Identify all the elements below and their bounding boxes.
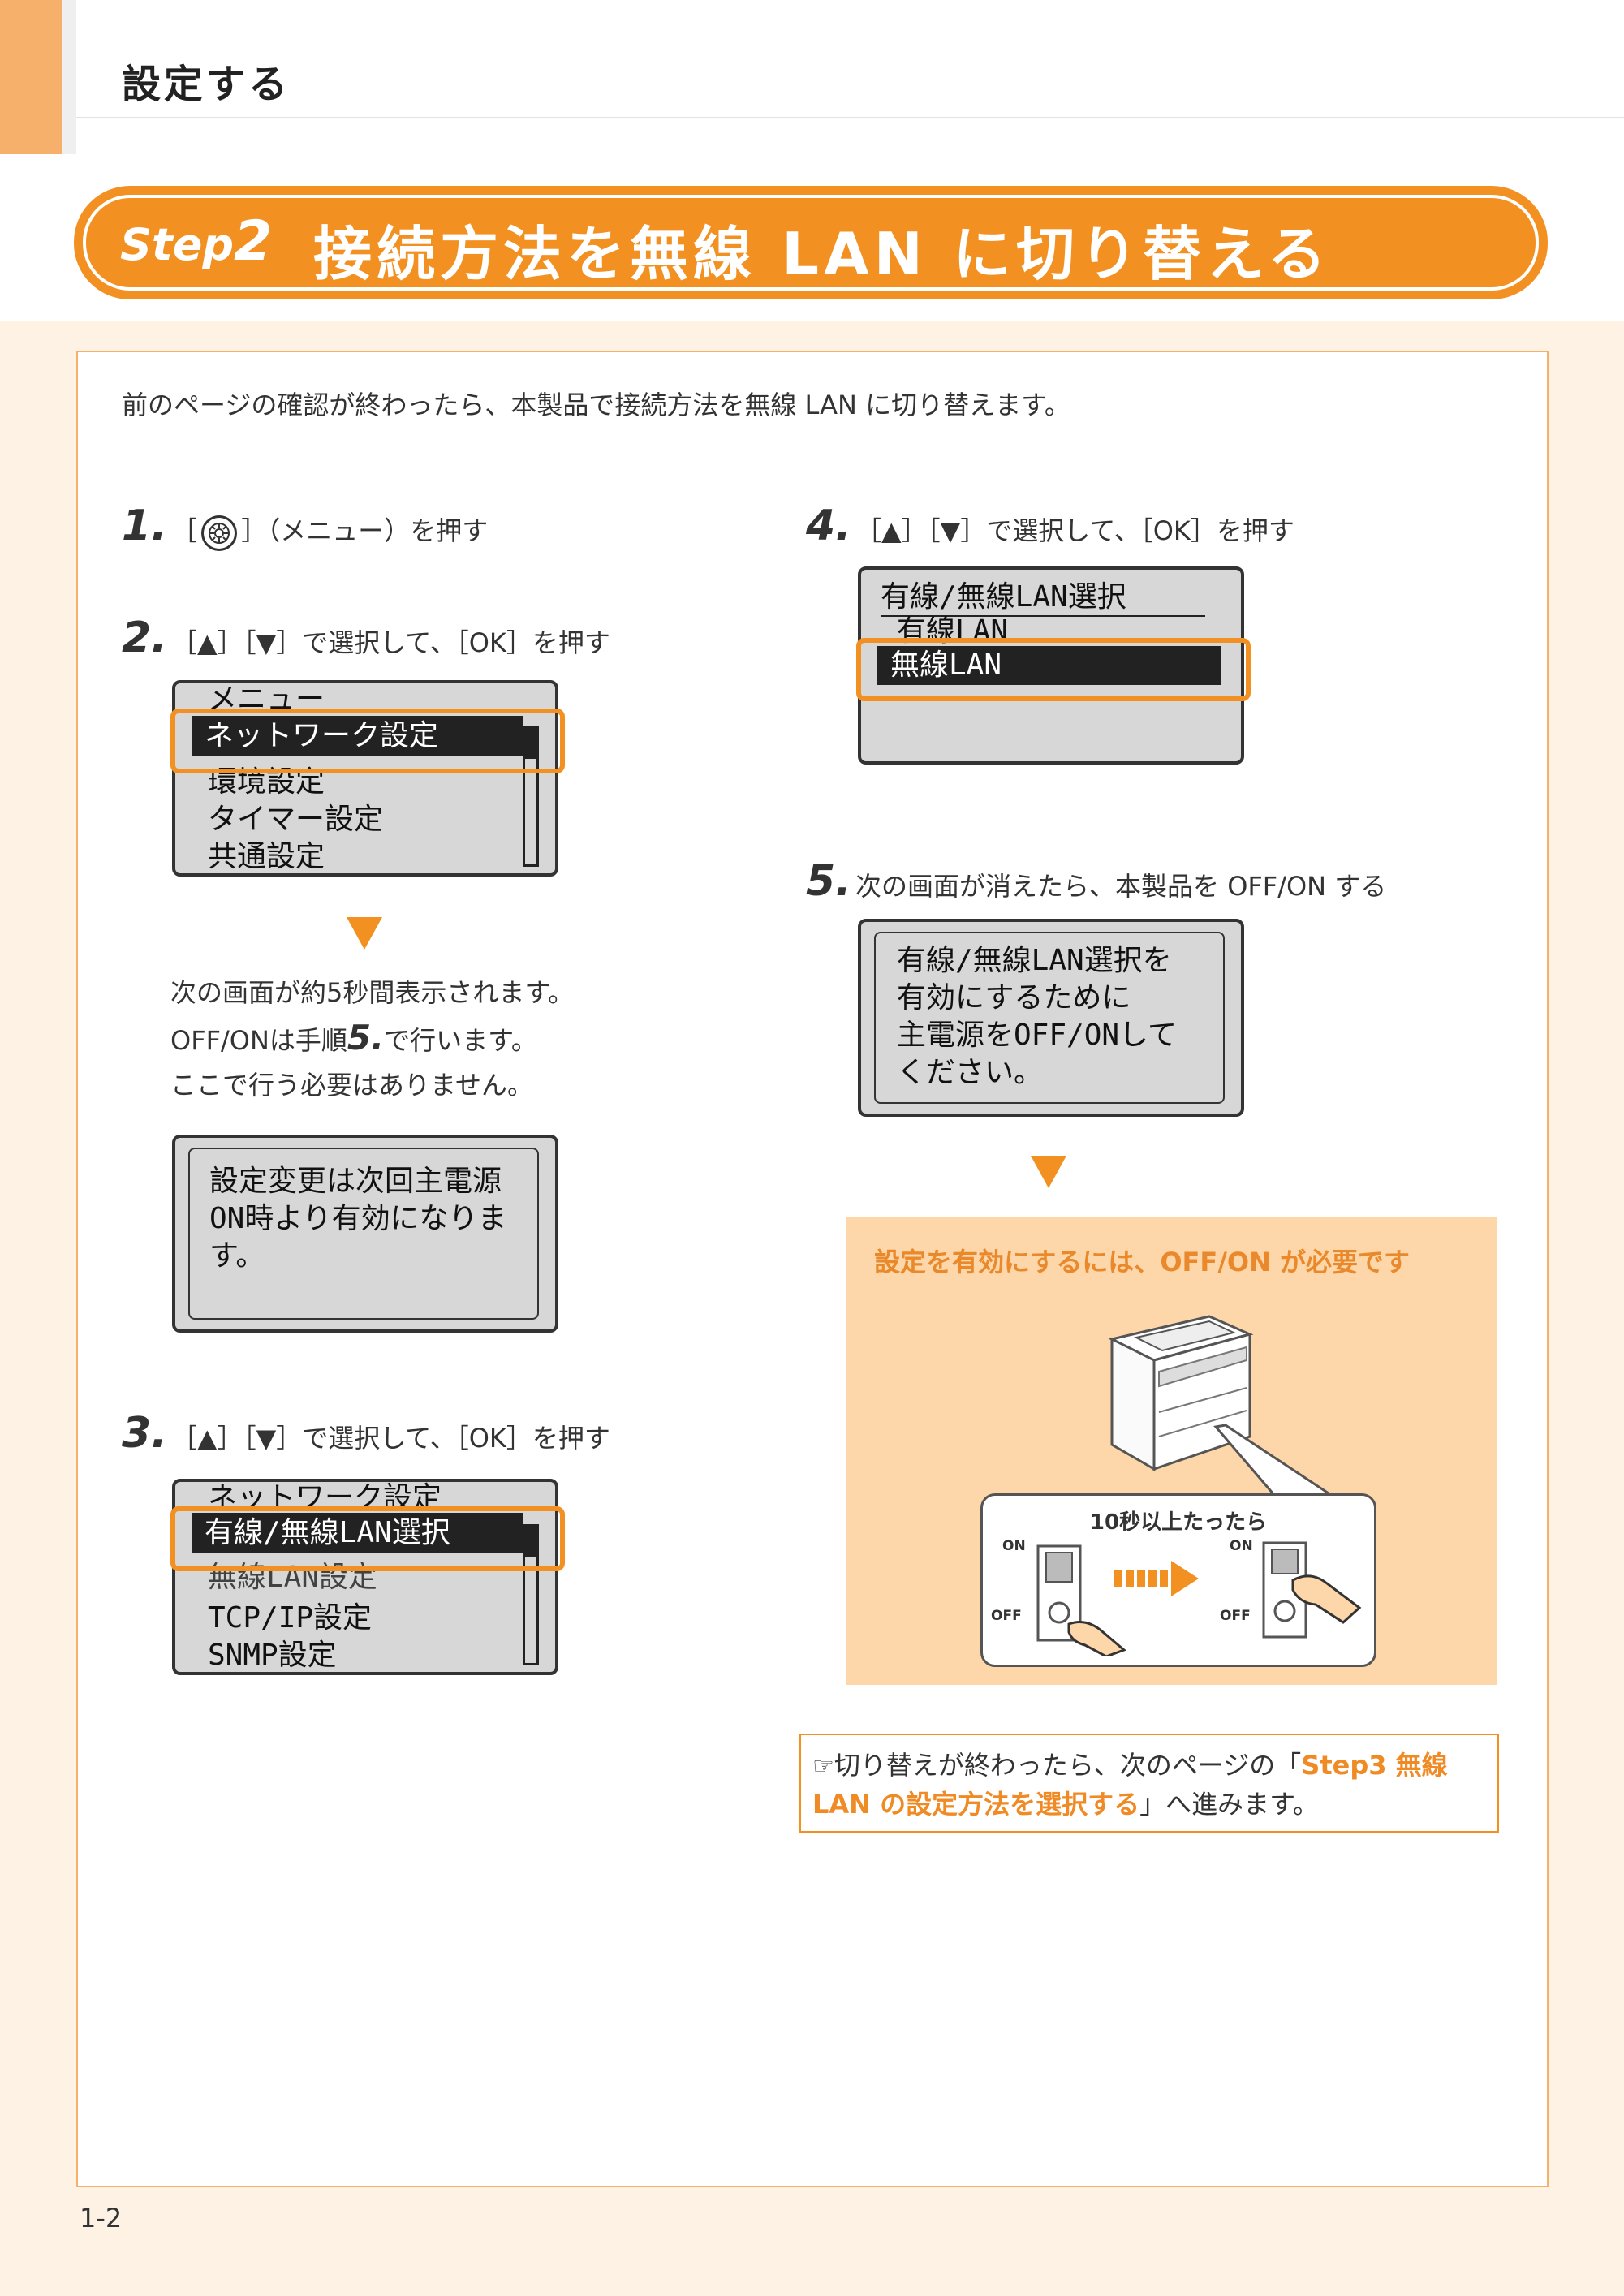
off-label: OFF [991,1608,1022,1624]
lcd-highlight-frame [170,1506,565,1571]
lcd-network-screen: ネットワーク設定 有線/無線LAN選択 無線LAN設定 TCP/IP設定 SNM… [172,1479,558,1675]
intro-text: 前のページの確認が終わったら、本製品で接続方法を無線 LAN に切り替えます。 [122,390,1070,420]
lcd-lan-screen: 有線/無線LAN選択 有線LAN 無線LAN [858,566,1244,765]
lcd-highlight-frame [170,709,565,773]
lcd-text-line: 有線/無線LAN選択を [897,944,1172,977]
step-banner-label: Step2 [120,209,272,274]
section-tab-divider [62,0,76,154]
notice-line-2-pre: OFF/ONは手順 [170,1025,347,1056]
step-1-text: ］（メニュー）を押す [241,515,489,546]
lcd-inner-frame [188,1148,539,1320]
lcd-scrollbar [523,1524,539,1665]
lcd-menu-item: 共通設定 [208,840,325,873]
step-4: 4. ［▲］［▼］で選択して、［OK］を押す [806,502,1294,550]
down-arrow-icon [347,917,382,950]
lcd-text-line: 設定変更は次回主電源 [209,1165,502,1198]
step-4-text: ［▲］［▼］で選択して、［OK］を押す [855,515,1294,546]
step-2-text: ［▲］［▼］で選択して、［OK］を押す [171,627,610,658]
step-banner-step-word: Step [120,219,234,270]
step-2: 2. ［▲］［▼］で選択して、［OK］を押す [122,614,610,662]
on-label: ON [1002,1538,1026,1554]
step-5-text: 次の画面が消えたら、本製品を OFF/ON する [855,871,1387,902]
right-arrow-icon [1171,1561,1199,1596]
lcd-menu-item: 無線LAN設定 [208,1561,378,1594]
step-1: 1. ［ ］（メニュー）を押す [122,502,488,554]
reference-text: ☞切り替えが終わったら、次のページの「Step3 無線 LAN の設定方法を選択… [812,1747,1486,1823]
lcd-text-line: ください。 [897,1056,1044,1089]
step-number: 5. [806,857,851,906]
notice-line-2: OFF/ONは手順5.で行います。 [170,1018,537,1058]
lcd-scrollbar-thumb [525,1527,536,1557]
step-number: 3. [122,1409,167,1458]
section-rule [76,117,1624,118]
step-number: 1. [122,502,167,550]
lcd-header: 有線/無線LAN選択 [881,573,1205,617]
step-number: 2. [122,614,167,662]
step-3-text: ［▲］［▼］で選択して、［OK］を押す [171,1423,610,1454]
off-label: OFF [1220,1608,1251,1624]
lcd-highlight-frame [856,638,1251,701]
lcd-menu-item: タイマー設定 [208,803,384,836]
pointing-hand-icon: ☞ [812,1752,834,1781]
notice-step-ref: 5. [347,1018,385,1058]
notice-line-2-post: で行います。 [384,1025,537,1056]
lcd-text-line: 有効にするために [897,981,1131,1014]
reference-link[interactable]: Step3 無線 LAN の設定方法を選択する [812,1750,1448,1820]
notice-line-3: ここで行う必要はありません。 [170,1070,534,1101]
printer-icon [1108,1315,1254,1471]
lcd-text-line: す。 [209,1239,265,1273]
next-step-reference: ☞切り替えが終わったら、次のページの「Step3 無線 LAN の設定方法を選択… [799,1734,1499,1833]
lcd-menu-item: TCP/IP設定 [208,1601,373,1635]
down-arrow-icon [1031,1156,1066,1188]
step-banner-inner-border [83,195,1539,291]
step-5: 5. 次の画面が消えたら、本製品を OFF/ON する [806,857,1386,906]
step-number: 4. [806,502,851,550]
lcd-scrollbar-thumb [525,728,536,759]
power-switch-on-icon [1262,1541,1362,1639]
step-banner: Step2 接続方法を無線 LAN に切り替える [78,190,1544,295]
lcd-text-line: ON時より有効になりま [209,1202,507,1235]
lcd-inner-frame [874,932,1225,1104]
section-tab-marker [0,0,62,154]
notice-line-1: 次の画面が約5秒間表示されます。 [170,977,575,1008]
callout-title: 設定を有効にするには、OFF/ON が必要です [874,1247,1411,1277]
transition-dash [1114,1570,1173,1587]
switch-detail-panel: 10秒以上たったら ON OFF ON OFF [980,1493,1376,1667]
lcd-selected-item: ネットワーク設定 [192,716,523,756]
reference-post: 」へ進みます。 [1139,1789,1319,1820]
lcd-text-line: 主電源をOFF/ONして [897,1019,1177,1052]
lcd-selected-item: 無線LAN [877,646,1221,685]
step-3: 3. ［▲］［▼］で選択して、［OK］を押す [122,1409,610,1458]
step-banner-title: 接続方法を無線 LAN に切り替える [313,220,1331,288]
lcd-menu-item: SNMP設定 [208,1639,337,1672]
lcd-notice-screen: 設定変更は次回主電源 ON時より有効になりま す。 [172,1135,558,1333]
zoom-pointer [1213,1424,1335,1497]
timer-label: 10秒以上たったら [1089,1510,1268,1535]
lcd-selected-item: 有線/無線LAN選択 [192,1513,523,1553]
page-number: 1-2 [80,2203,123,2234]
lcd-scrollbar [523,726,539,867]
on-label: ON [1230,1538,1253,1554]
step-1-text-pre: ［ [171,515,198,546]
power-switch-off-icon [1036,1544,1126,1656]
step-banner-number: 2 [233,209,273,274]
menu-key-icon [201,515,238,551]
section-title: 設定する [122,62,291,107]
reference-pre: 切り替えが終わったら、次のページの「 [834,1750,1302,1781]
lcd-restart-screen: 有線/無線LAN選択を 有効にするために 主電源をOFF/ONして ください。 [858,919,1244,1117]
